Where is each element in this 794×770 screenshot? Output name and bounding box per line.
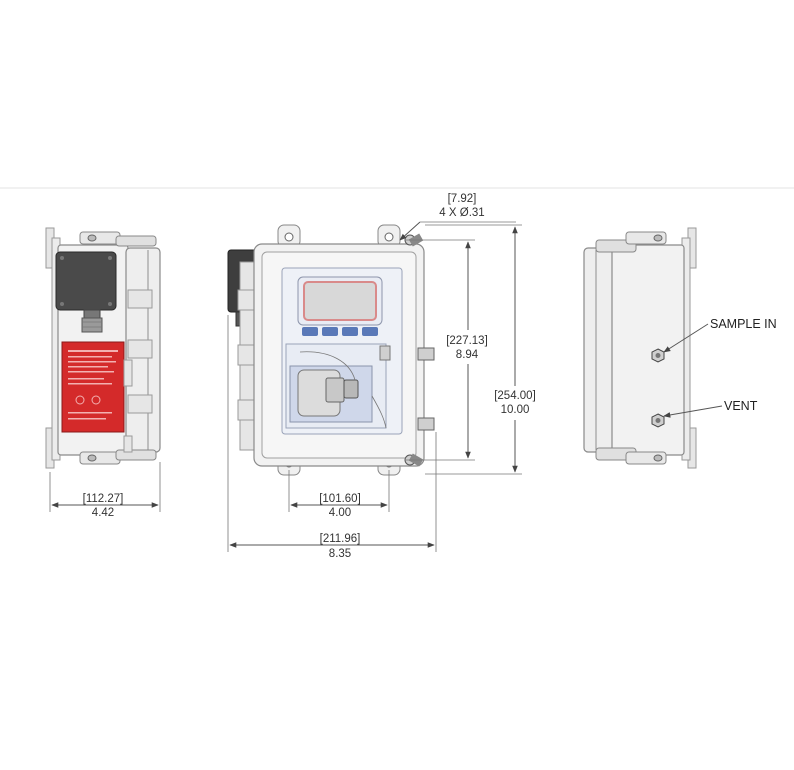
inner-height-dim-in: 8.94 [456, 349, 479, 361]
fitting-vent [417, 417, 435, 431]
left-side-view [45, 227, 161, 512]
key-enter [362, 327, 378, 336]
hole-dim-mm: [7.92] [448, 193, 477, 205]
mount-width-dim-in: 4.00 [329, 507, 351, 519]
height-dim-mm: [254.00] [494, 390, 536, 402]
fitting-sample-in [417, 347, 435, 361]
lcd-display [303, 281, 377, 321]
hole-dim-in: 4 X Ø.31 [439, 207, 484, 219]
depth-dim-mm: [112.27] [83, 493, 124, 505]
width-dim-in: 8.35 [329, 548, 351, 560]
inner-height-dim-mm: [227.13] [446, 335, 488, 347]
depth-dim-in: 4.42 [92, 507, 114, 519]
vent-label: VENT [724, 399, 758, 413]
key-menu [302, 327, 318, 336]
sample-in-label: SAMPLE IN [710, 317, 777, 331]
key-up [342, 327, 358, 336]
junction-box [55, 251, 117, 311]
front-view [227, 221, 522, 552]
height-dim-in: 10.00 [501, 404, 530, 416]
width-dim-mm: [211.96] [320, 533, 361, 545]
mount-width-dim-mm: [101.60] [319, 493, 361, 505]
key-down [322, 327, 338, 336]
right-side-view [583, 227, 723, 469]
